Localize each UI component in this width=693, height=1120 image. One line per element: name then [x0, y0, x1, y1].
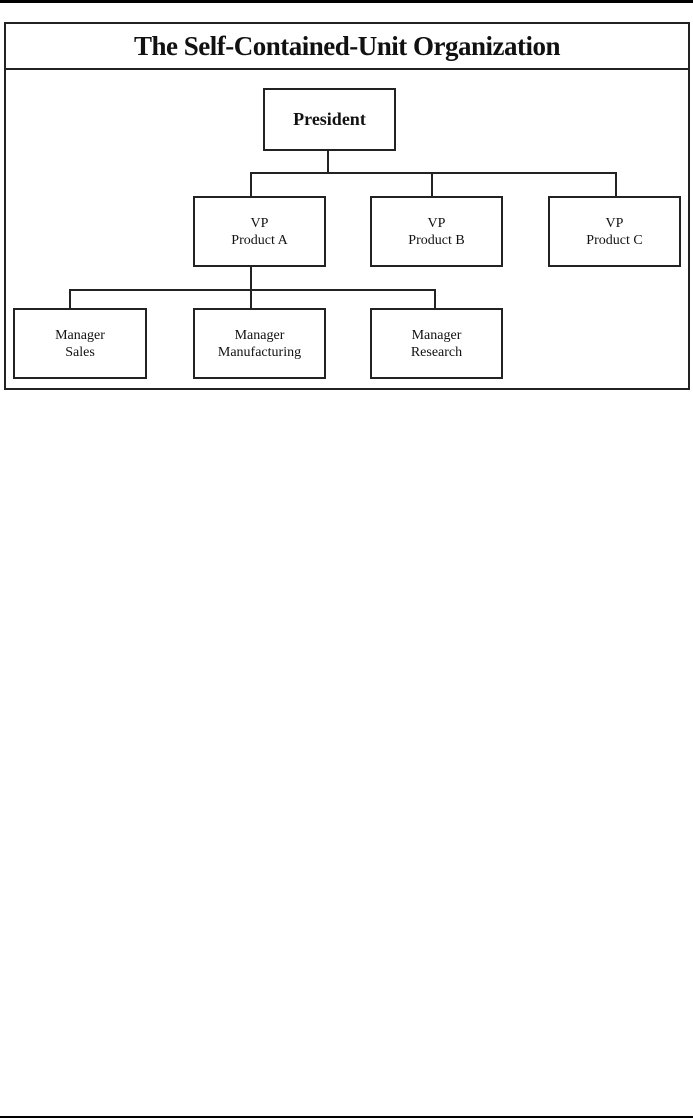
- manager-unit: Research: [410, 344, 463, 360]
- manager-unit: Manufacturing: [217, 344, 302, 360]
- connector-manager-sales: [69, 289, 71, 308]
- vp-unit: Product C: [586, 232, 643, 248]
- connector-vp-a: [250, 172, 252, 196]
- vp-unit: Product A: [231, 232, 288, 248]
- connector-manager-bar: [69, 289, 436, 291]
- vp-product-b-box: VP Product B: [370, 196, 503, 267]
- vp-title: VP: [427, 215, 446, 231]
- manager-research-box: Manager Research: [370, 308, 503, 379]
- top-rule: [0, 0, 693, 3]
- manager-manufacturing-box: Manager Manufacturing: [193, 308, 326, 379]
- manager-title: Manager: [411, 327, 462, 343]
- president-label: President: [293, 109, 366, 129]
- vp-title: VP: [250, 215, 269, 231]
- connector-vp-bar: [250, 172, 617, 174]
- manager-sales-box: Manager Sales: [13, 308, 147, 379]
- chart-title: The Self-Contained-Unit Organization: [6, 24, 688, 70]
- connector-president-stem: [327, 150, 329, 174]
- vp-title: VP: [605, 215, 624, 231]
- connector-vp-c: [615, 172, 617, 196]
- vp-product-a-box: VP Product A: [193, 196, 326, 267]
- president-box: President: [263, 88, 396, 151]
- manager-unit: Sales: [65, 344, 95, 360]
- vp-product-c-box: VP Product C: [548, 196, 681, 267]
- connector-vp-a-stem: [250, 266, 252, 308]
- connector-vp-b: [431, 172, 433, 196]
- manager-title: Manager: [234, 327, 285, 343]
- connector-manager-research: [434, 289, 436, 308]
- bottom-rule: [0, 1116, 693, 1118]
- manager-title: Manager: [55, 327, 105, 343]
- org-chart-frame: The Self-Contained-Unit Organization: [4, 22, 690, 390]
- vp-unit: Product B: [408, 232, 465, 248]
